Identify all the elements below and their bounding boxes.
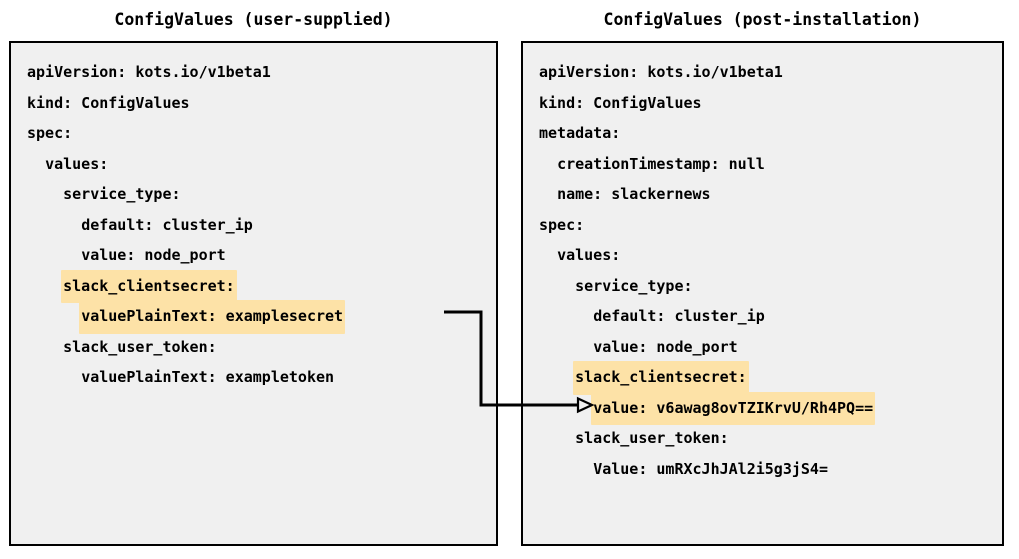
- left-yaml-line-text: valuePlainText: examplesecret: [79, 300, 346, 334]
- left-yaml-line-text: kind: ConfigValues: [27, 93, 190, 112]
- left-yaml-line-text: slack_user_token:: [63, 337, 217, 356]
- left-yaml-line: apiVersion: kots.io/v1beta1: [25, 56, 492, 87]
- right-yaml-line-text: spec:: [539, 215, 585, 234]
- right-yaml-line: values:: [537, 239, 998, 270]
- right-yaml-line: value: v6awag8ovTZIKrvU/Rh4PQ==: [537, 391, 998, 425]
- right-yaml-line: slack_clientsecret:: [537, 361, 998, 395]
- right-yaml-line-text: values:: [557, 246, 621, 264]
- left-panel-title: ConfigValues (user-supplied): [114, 10, 393, 29]
- right-yaml-line: kind: ConfigValues: [537, 87, 998, 118]
- right-yaml-line-text: creationTimestamp: null: [557, 154, 765, 173]
- left-yaml-line: slack_user_token:: [25, 331, 492, 362]
- right-yaml-line: creationTimestamp: null: [537, 148, 998, 179]
- left-yaml-line: valuePlainText: examplesecret: [25, 300, 492, 334]
- left-yaml-line: kind: ConfigValues: [25, 87, 492, 118]
- left-yaml-line-text: slack_clientsecret:: [61, 269, 237, 303]
- right-panel-title: ConfigValues (post-installation): [603, 10, 922, 29]
- right-yaml-line-text: default: cluster_ip: [593, 307, 765, 325]
- right-yaml-line: name: slackernews: [537, 178, 998, 209]
- right-yaml-line-text: slack_user_token:: [575, 429, 729, 447]
- left-yaml-line-text: valuePlainText: exampletoken: [81, 368, 335, 386]
- right-yaml-line: slack_user_token:: [537, 422, 998, 453]
- right-yaml-line: default: cluster_ip: [537, 300, 998, 331]
- left-yaml-line-text: value: node_port: [81, 246, 226, 264]
- right-yaml-line-text: service_type:: [575, 276, 693, 295]
- left-yaml-line: default: cluster_ip: [25, 209, 492, 240]
- left-yaml-line-text: spec:: [27, 124, 73, 142]
- left-yaml-line: values:: [25, 148, 492, 179]
- right-yaml-line: Value: umRXcJhJAl2i5g3jS4=: [537, 453, 998, 484]
- left-yaml-line-text: service_type:: [63, 185, 181, 203]
- left-yaml-line-text: apiVersion: kots.io/v1beta1: [27, 63, 271, 81]
- right-yaml-line: spec:: [537, 209, 998, 240]
- left-yaml-block: apiVersion: kots.io/v1beta1 kind: ConfigV…: [25, 56, 492, 392]
- left-yaml-line-text: values:: [45, 154, 109, 173]
- right-config-panel: apiVersion: kots.io/v1beta1 kind: ConfigV…: [521, 41, 1004, 546]
- right-yaml-line-text: value: v6awag8ovTZIKrvU/Rh4PQ==: [591, 391, 876, 425]
- left-yaml-line: service_type:: [25, 178, 492, 209]
- left-yaml-line: slack_clientsecret:: [25, 269, 492, 303]
- right-yaml-line-text: apiVersion: kots.io/v1beta1: [539, 63, 783, 81]
- right-yaml-line: value: node_port: [537, 331, 998, 362]
- left-yaml-line-text: default: cluster_ip: [81, 215, 253, 234]
- left-yaml-line: spec:: [25, 117, 492, 148]
- left-yaml-line: value: node_port: [25, 239, 492, 270]
- left-config-panel: apiVersion: kots.io/v1beta1 kind: ConfigV…: [9, 41, 498, 546]
- right-yaml-line: metadata:: [537, 117, 998, 148]
- right-yaml-line-text: Value: umRXcJhJAl2i5g3jS4=: [593, 459, 828, 478]
- right-yaml-line-text: metadata:: [539, 124, 621, 142]
- right-yaml-line: service_type:: [537, 270, 998, 301]
- right-yaml-line: apiVersion: kots.io/v1beta1: [537, 56, 998, 87]
- left-yaml-line: valuePlainText: exampletoken: [25, 361, 492, 392]
- right-yaml-line-text: slack_clientsecret:: [573, 361, 749, 395]
- right-yaml-line-text: value: node_port: [593, 337, 738, 356]
- right-yaml-line-text: kind: ConfigValues: [539, 93, 702, 112]
- right-yaml-block: apiVersion: kots.io/v1beta1 kind: ConfigV…: [537, 56, 998, 483]
- right-yaml-line-text: name: slackernews: [557, 185, 711, 203]
